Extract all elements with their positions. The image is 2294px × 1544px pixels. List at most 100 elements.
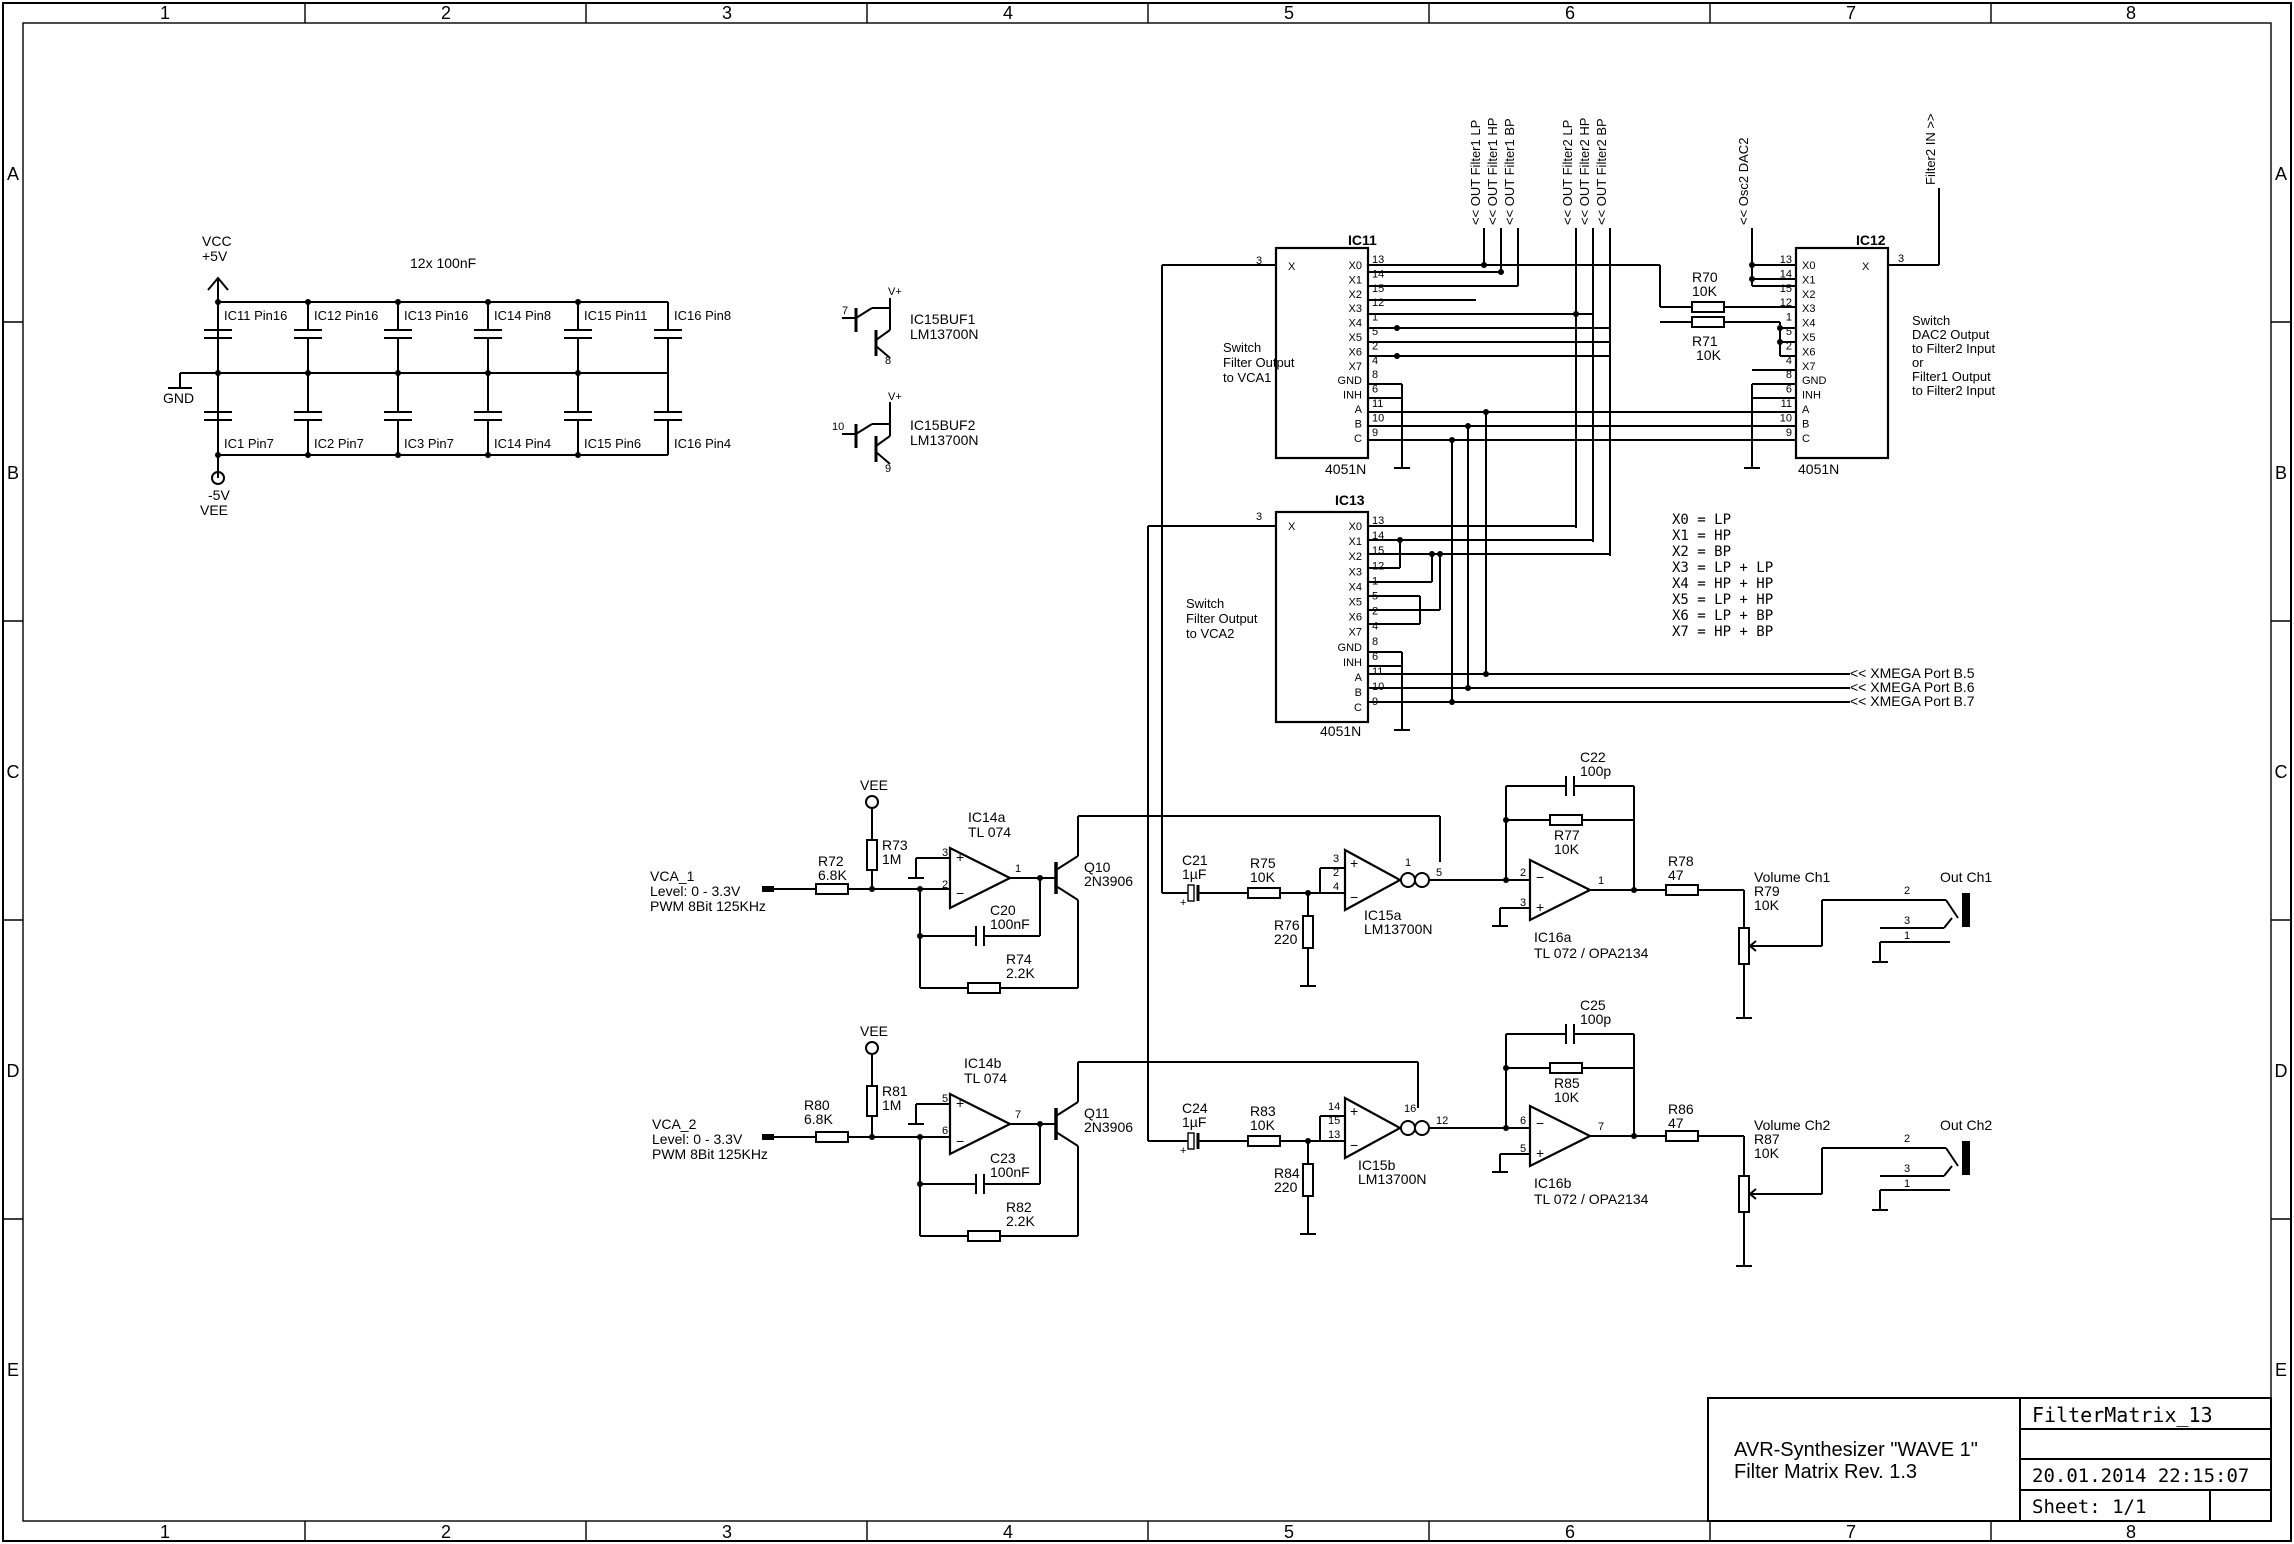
out2-label: Out Ch2 (1940, 1117, 1992, 1133)
truth-row: X1 = HP (1672, 528, 1731, 544)
r85-name: R85 (1554, 1075, 1580, 1091)
q10-name: Q10 (1084, 859, 1111, 875)
vcc-value: +5V (202, 248, 228, 264)
ic13-x-pin: 3 (1256, 511, 1262, 523)
pin-number: 14 (1328, 1101, 1340, 1113)
cap-column (384, 302, 412, 455)
svg-text:−: − (1536, 1115, 1544, 1131)
buf1-pin-in: 7 (842, 305, 848, 317)
c25-name: C25 (1580, 997, 1606, 1013)
cap-label-top: IC16 Pin8 (674, 308, 731, 323)
mux-pin-name: X0 (1349, 260, 1362, 272)
r71-name: R71 (1692, 333, 1718, 349)
mux-pin-number: 2 (1372, 340, 1378, 352)
c24-value: 1µF (1182, 1114, 1206, 1130)
mux-pin-name: X1 (1349, 274, 1362, 286)
r82-body (967, 1230, 1001, 1242)
pin-number: 6 (942, 1125, 948, 1137)
vca-channel-1: VCA_1 Level: 0 - 3.3V PWM 8Bit 125KHz R7… (650, 749, 1992, 1019)
r79-value: 10K (1754, 897, 1780, 913)
title-line-2: Filter Matrix Rev. 1.3 (1734, 1461, 1917, 1483)
row-label: A (7, 164, 19, 184)
mux-pin-name: X7 (1349, 361, 1362, 373)
mux-pin-name: X2 (1349, 289, 1362, 301)
out1-label: Out Ch1 (1940, 869, 1992, 885)
r81-value: 1M (882, 1097, 901, 1113)
mux-pin-number: 12 (1372, 560, 1384, 572)
r75-name: R75 (1250, 855, 1276, 871)
buf1-supply: V+ (888, 286, 902, 298)
vee-label: VEE (200, 502, 228, 518)
mux-pin-number: 15 (1372, 545, 1384, 557)
opamp-ic14a (948, 846, 1013, 910)
svg-text:−: − (1350, 889, 1358, 905)
r72-body (815, 883, 849, 895)
cap-column (654, 302, 682, 455)
col-label: 8 (2126, 1522, 2136, 1542)
col-label: 4 (1003, 3, 1013, 23)
signal-label: << OUT Filter1 LP (1468, 120, 1483, 225)
r76-name: R76 (1274, 917, 1300, 933)
ic12-desc: to Filter2 Input (1912, 341, 1995, 356)
ic14a-name: IC14a (968, 809, 1006, 825)
drawing-filename: FilterMatrix_13 (2032, 1403, 2213, 1427)
buf2-pin-in: 10 (832, 421, 844, 433)
pin-number: 12 (1436, 1115, 1448, 1127)
mux-pin-number: 5 (1372, 326, 1378, 338)
jack-ch1-icon (1962, 893, 1970, 927)
ic12-desc: Filter1 Output (1912, 369, 1991, 384)
r75-body (1247, 887, 1281, 899)
ic15a-name: IC15a (1364, 907, 1402, 923)
c21-name: C21 (1182, 852, 1208, 868)
r72-value: 6.8K (818, 867, 847, 883)
r73-name: R73 (882, 837, 908, 853)
mux-pin-number: 1 (1786, 312, 1792, 324)
mux-pin-name: X1 (1802, 274, 1815, 286)
r74-value: 2.2K (1006, 965, 1035, 981)
cap-label-bottom: IC1 Pin7 (224, 436, 274, 451)
vol1-label: Volume Ch1 (1754, 869, 1830, 885)
cap-label-bottom: IC15 Pin6 (584, 436, 641, 451)
pin-number: 1 (1904, 930, 1910, 942)
pin-number: 5 (1520, 1143, 1526, 1155)
r81-name: R81 (882, 1083, 908, 1099)
r70-name: R70 (1692, 269, 1718, 285)
ic12-desc: or (1912, 355, 1924, 370)
c21-value: 1µF (1182, 866, 1206, 882)
col-label: 2 (441, 1522, 451, 1542)
q11-part: 2N3906 (1084, 1119, 1133, 1135)
mux-pin-number: 1 (1372, 312, 1378, 324)
truth-row: X4 = HP + HP (1672, 576, 1773, 592)
r78-body (1665, 884, 1699, 896)
mux-pin-name: X5 (1349, 332, 1362, 344)
pin-number: 16 (1404, 1103, 1416, 1115)
drawing-sheet: Sheet: 1/1 (2032, 1496, 2146, 1518)
mux-pin-number: 13 (1372, 515, 1384, 527)
ic16a-name: IC16a (1534, 929, 1572, 945)
col-label: 1 (160, 1522, 170, 1542)
mux-pin-name: X4 (1802, 318, 1815, 330)
mux-pin-number: 11 (1781, 398, 1792, 410)
mux-pin-name: A (1355, 672, 1363, 684)
mux-pin-name: INH (1343, 657, 1362, 669)
svg-text:+: + (1180, 1145, 1186, 1157)
svg-text:+: + (1536, 899, 1544, 915)
ic15b-name: IC15b (1358, 1157, 1396, 1173)
col-label: 3 (722, 3, 732, 23)
mux-pin-number: 14 (1780, 268, 1792, 280)
mux-pin-number: 6 (1372, 651, 1378, 663)
mux-pin-name: X3 (1802, 303, 1815, 315)
r70-value: 10K (1692, 283, 1718, 299)
ota-output-circle (1400, 1120, 1416, 1136)
row-label: D (2275, 1061, 2288, 1081)
vee-value: -5V (208, 487, 230, 503)
top-signal-labels: << OUT Filter1 LP << OUT Filter1 HP << O… (1468, 113, 1940, 556)
mux-pin-number: 15 (1372, 283, 1384, 295)
mux-pin-number: 13 (1780, 254, 1792, 266)
mux-pin-name: C (1354, 433, 1362, 445)
c23-value: 100nF (990, 1164, 1030, 1180)
mux-pin-name: X5 (1349, 597, 1362, 609)
gnd-label: GND (163, 390, 194, 406)
pin-number: 2 (1333, 867, 1339, 879)
r84-body (1302, 1163, 1314, 1197)
